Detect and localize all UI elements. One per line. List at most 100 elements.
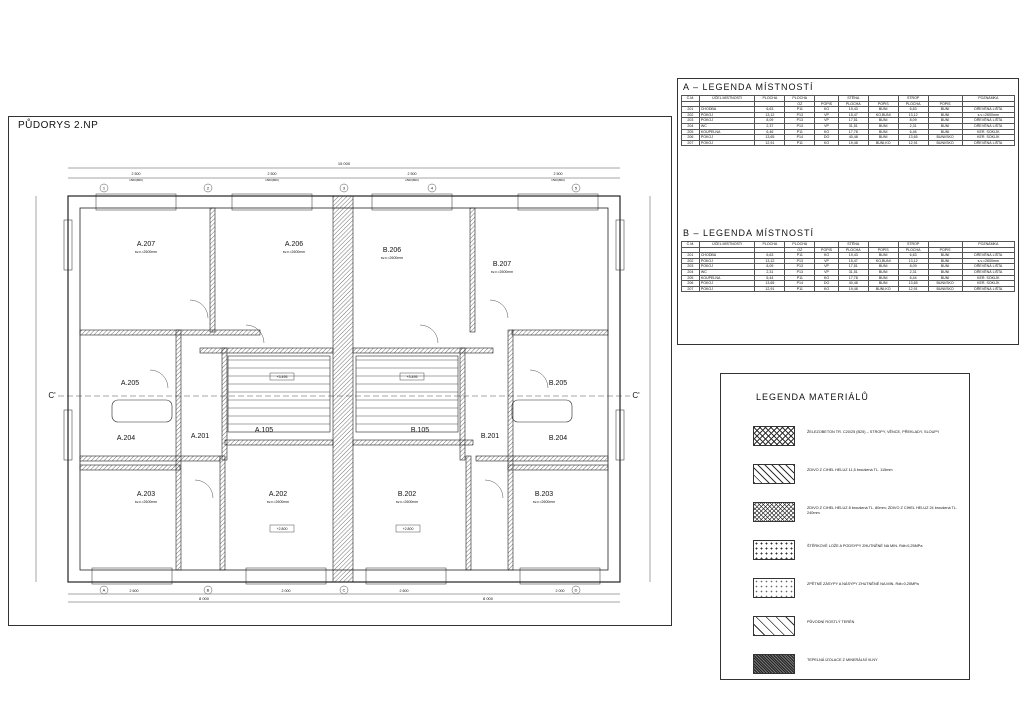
room-clear-height: sv.v.=2600mm bbox=[283, 250, 305, 254]
door-swing bbox=[189, 299, 209, 319]
table-cell: KER. SOKLÍK bbox=[961, 280, 1016, 287]
table-header: POZNÁMKA bbox=[961, 95, 1016, 102]
material-item: ZDIVO Z CIHEL HELUZ 11,5 broušená TL. 11… bbox=[753, 464, 963, 484]
room-clear-height: sv.v.=2600mm bbox=[135, 250, 157, 254]
room-label: B.204 bbox=[549, 435, 567, 442]
table-cell: P11 bbox=[784, 274, 816, 282]
table-cell: 6,63 bbox=[754, 106, 786, 113]
material-item: PŮVODNÍ ROSTLÝ TERÉN bbox=[753, 616, 963, 636]
wall-segment bbox=[209, 207, 216, 333]
wall-segment bbox=[219, 455, 226, 571]
grid-mark: 3 bbox=[343, 186, 346, 191]
window bbox=[63, 219, 73, 271]
dimension-text: 2 000 bbox=[556, 589, 565, 593]
grid-mark: 5 bbox=[575, 186, 578, 191]
level-tag: +3.495 bbox=[277, 375, 288, 379]
table-cell: P11 bbox=[784, 106, 816, 113]
overall-dimension: 8 000 bbox=[483, 596, 494, 601]
table-cell: BUNI bbox=[867, 274, 899, 282]
door-swing bbox=[489, 299, 509, 319]
wall-segment bbox=[79, 455, 221, 462]
table-cell: DŘEVĚNÁ LIŠTA bbox=[961, 117, 1016, 124]
wall-segment bbox=[224, 439, 334, 446]
table-cell: KO bbox=[814, 139, 839, 147]
wall-segment bbox=[352, 347, 494, 354]
table-cell: KO,BUNI bbox=[867, 257, 899, 265]
window-tag: 1500(800) bbox=[551, 178, 565, 182]
table-cell: POKOJ bbox=[698, 139, 756, 147]
table-cell: P13 bbox=[784, 111, 816, 119]
bathtub bbox=[511, 399, 573, 423]
door-swing bbox=[149, 369, 169, 389]
door-swing bbox=[529, 369, 549, 389]
table-cell: 19,48 bbox=[837, 285, 869, 293]
material-swatch bbox=[753, 578, 795, 598]
table-cell: BUNI,KO bbox=[867, 285, 899, 293]
table-cell: POKOJ bbox=[698, 285, 756, 293]
room-clear-height: sv.v.=2600mm bbox=[533, 500, 555, 504]
material-label: ŠTĚRKOVÉ LOŽE A PODSYPY ZHUTNĚNÉ NA MIN.… bbox=[807, 544, 923, 548]
table-cell: BUNI bbox=[867, 252, 899, 259]
grid-mark: B bbox=[207, 588, 210, 593]
section-mark-right: C' bbox=[632, 391, 640, 400]
table-cell: BUNI/SKO bbox=[927, 285, 963, 293]
material-label: ŽELEZOBETON TR. C20/25 (B25) – STROPY, V… bbox=[807, 430, 940, 434]
table-cell: DŘEVĚNÁ LIŠTA bbox=[961, 285, 1016, 293]
room-label: B.201 bbox=[481, 433, 499, 440]
room-label: B.206 bbox=[383, 247, 401, 254]
dimension-text: 2 600 bbox=[130, 589, 139, 593]
room-label: A.201 bbox=[191, 433, 209, 440]
table-cell: 17,78 bbox=[837, 274, 869, 282]
material-label: ZDIVO Z CIHEL HELUZ 11,5 broušená TL. 11… bbox=[807, 468, 893, 472]
table-cell: 12,91 bbox=[754, 139, 786, 147]
wall-segment bbox=[475, 455, 609, 462]
table-cell: P14 bbox=[784, 280, 816, 287]
table-cell: DŘEVĚNÁ LIŠTA bbox=[961, 263, 1016, 270]
legend-b-title: B – LEGENDA MÍSTNOSTÍ bbox=[683, 228, 815, 238]
party-wall bbox=[332, 195, 354, 583]
wall-segment bbox=[221, 347, 228, 461]
door-swing bbox=[419, 324, 439, 344]
room-label: A.203 bbox=[137, 491, 155, 498]
table-subheader bbox=[754, 100, 786, 108]
table-header bbox=[867, 95, 899, 102]
material-item: TEPELNÁ IZOLACE Z MINERÁLNÍ VLNY bbox=[753, 654, 963, 674]
room-clear-height: sv.v.=2600mm bbox=[135, 500, 157, 504]
window bbox=[517, 193, 599, 211]
dimension-text: 2 500 bbox=[554, 172, 563, 176]
table-cell: BUNI bbox=[867, 269, 899, 276]
table-cell: 40,48 bbox=[837, 280, 869, 287]
room-clear-height: sv.v.=2600mm bbox=[491, 270, 513, 274]
room-clear-height: sv.v.=2600mm bbox=[267, 500, 289, 504]
wall-segment bbox=[79, 464, 181, 471]
room-clear-height: sv.v.=2600mm bbox=[381, 256, 403, 260]
table-cell: 2,31 bbox=[754, 269, 786, 276]
table-cell: P11 bbox=[784, 252, 816, 259]
window bbox=[365, 567, 447, 585]
dimension-text: 2 000 bbox=[282, 589, 291, 593]
material-item: ZDIVO Z CIHEL HELUZ 8 broušená TL. 80mm;… bbox=[753, 502, 963, 522]
room-label: A.204 bbox=[117, 435, 135, 442]
window bbox=[245, 567, 327, 585]
room-label: A.105 bbox=[255, 427, 273, 434]
table-cell: P11 bbox=[784, 285, 816, 293]
table-cell: BUNI,KO bbox=[867, 139, 899, 147]
overall-dimension: 8 000 bbox=[199, 596, 210, 601]
table-cell: DŘEVĚNÁ LIŠTA bbox=[961, 106, 1016, 113]
table-cell: 17,51 bbox=[837, 117, 869, 124]
door-swing bbox=[194, 479, 214, 499]
window bbox=[371, 193, 453, 211]
materials-legend-frame: LEGENDA MATERIÁLŮ ŽELEZOBETON TR. C20/25… bbox=[720, 373, 970, 680]
table-cell: BUNI bbox=[867, 106, 899, 113]
material-swatch bbox=[753, 654, 795, 674]
table-cell: 13,12 bbox=[754, 257, 786, 265]
floor-plan-frame bbox=[8, 116, 672, 626]
material-item: ZPĚTNÉ ZÁSYPY A NÁSYPY ZHUTNĚNÉ NA MIN. … bbox=[753, 578, 963, 598]
room-label: B.207 bbox=[493, 261, 511, 268]
stair-left bbox=[227, 355, 331, 433]
